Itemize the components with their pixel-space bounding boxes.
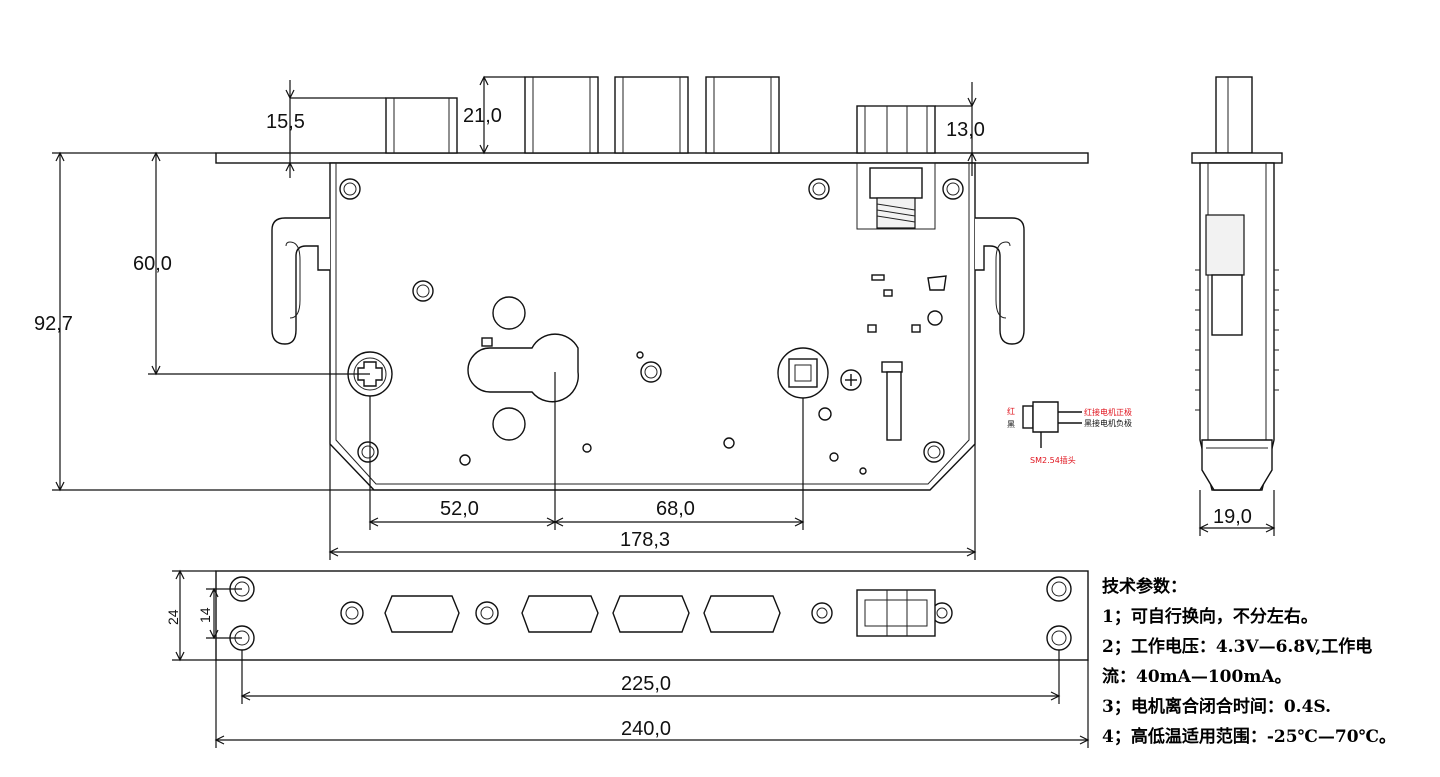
- dim-handle-offset: 60,0: [133, 253, 172, 275]
- dim-plate-length: 240,0: [621, 718, 671, 740]
- small-bolt: [856, 105, 936, 154]
- handle-spindle-right: [777, 347, 829, 399]
- spec-line: 4；高低温适用范围：-25℃—70℃。: [1102, 727, 1396, 747]
- spec-line: 2；工作电压：4.3V—6.8V,工作电: [1102, 637, 1373, 657]
- black-wire-label: 黑接电机负极: [1084, 418, 1132, 428]
- spec-line: 1；可自行换向，不分左右。: [1102, 607, 1318, 627]
- right-mount-bracket: [975, 217, 1025, 345]
- latch-block-1: [524, 76, 599, 154]
- dim-top-tab: 15,5: [266, 111, 305, 133]
- specs-title: 技术参数：: [1102, 577, 1187, 597]
- spec-line: 流：40mA—100mA。: [1102, 667, 1292, 687]
- dim-body-width: 178,3: [620, 529, 670, 551]
- front-view: [215, 76, 1089, 491]
- front-dimensions: 15,5 21,0 13,0 60,0 92,7 52,0 68,0 178,3: [34, 75, 985, 560]
- latch-block-2: [614, 76, 689, 154]
- screw: [840, 369, 862, 391]
- dim-plate-width: 24: [165, 609, 181, 625]
- dim-hole-spacing: 14: [197, 607, 213, 623]
- face-plate-front: [215, 152, 1089, 164]
- spec-line: 3；电机离合闭合时间：0.4S.: [1102, 697, 1331, 717]
- plug-label: SM2.54插头: [1030, 455, 1076, 465]
- left-mount-bracket: [271, 217, 330, 345]
- motor-connector: [1022, 401, 1082, 448]
- dim-center-right: 68,0: [656, 498, 695, 520]
- connector-labels: 红 黑 红接电机正极 黑接电机负极 SM2.54插头: [1007, 406, 1132, 465]
- technical-specs: 技术参数： 1；可自行换向，不分左右。 2；工作电压：4.3V—6.8V,工作电…: [1102, 572, 1438, 752]
- dim-total-height: 92,7: [34, 313, 73, 335]
- rivets: [339, 178, 964, 475]
- latch-block-3: [705, 76, 780, 154]
- dim-side-thickness: 19,0: [1213, 506, 1252, 528]
- black-pin-label: 黑: [1007, 420, 1015, 429]
- dim-bolt-height: 13,0: [946, 119, 985, 141]
- side-view: 19,0: [1191, 76, 1283, 536]
- bolt-spring-mechanism: [856, 162, 947, 441]
- face-plate-view: 24 14 225,0 240,0: [165, 569, 1090, 748]
- cylinder-cutout: [467, 296, 579, 441]
- red-wire-label: 红接电机正极: [1084, 407, 1132, 417]
- dim-latch-height: 21,0: [463, 105, 502, 127]
- dim-hole-span: 225,0: [621, 673, 671, 695]
- deadbolt-tab: [385, 97, 458, 154]
- red-pin-label: 红: [1007, 406, 1015, 416]
- dim-center-left: 52,0: [440, 498, 479, 520]
